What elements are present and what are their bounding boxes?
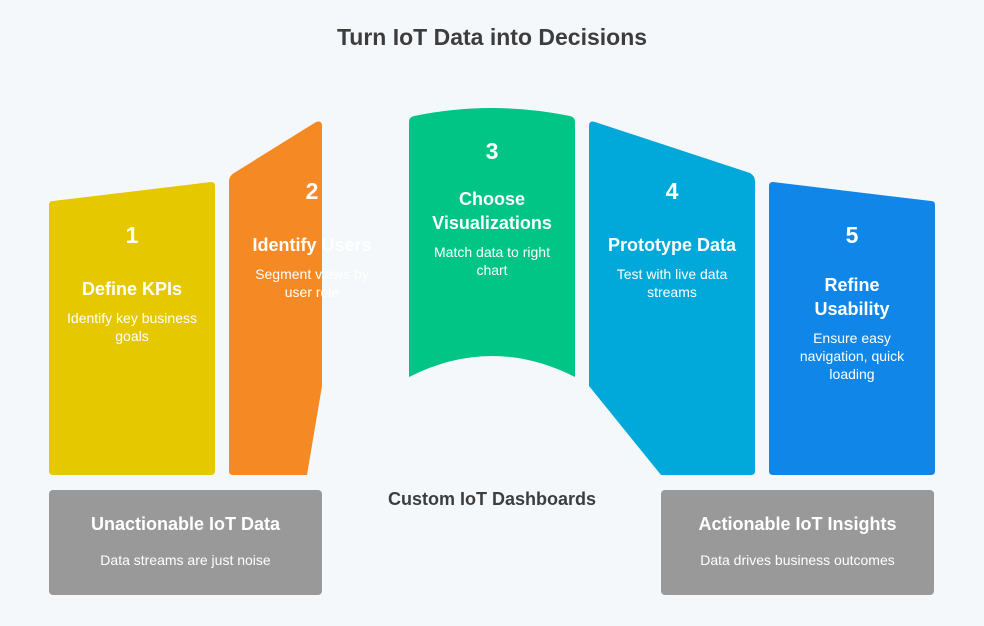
step-number: 3 — [485, 138, 499, 164]
start-state-title: Unactionable IoT Data — [90, 514, 281, 534]
step-title: Identify Users — [252, 235, 372, 255]
center-label: Custom IoT Dashboards — [387, 489, 597, 509]
step-description: Match data to right chart — [434, 244, 550, 278]
step-title: Prototype Data — [607, 235, 737, 255]
step-title: Choose Visualizations — [432, 189, 552, 233]
step-4: 4 Prototype Data Test with live data str… — [589, 178, 755, 301]
step-description: Identify key business goals — [67, 310, 197, 344]
end-state-box: Actionable IoT Insights Data drives busi… — [661, 490, 934, 595]
end-state-description: Data drives business outcomes — [700, 552, 895, 568]
step-2: 2 Identify Users Segment views by user r… — [229, 178, 395, 301]
start-state-description: Data streams are just noise — [100, 552, 271, 568]
step-3-shape — [409, 108, 575, 377]
step-4-shape — [589, 121, 755, 475]
end-state-title: Actionable IoT Insights — [698, 514, 897, 534]
step-description: Segment views by user role — [255, 266, 369, 300]
step-description: Ensure easy navigation, quick loading — [799, 330, 905, 382]
step-5-shape — [769, 182, 935, 475]
step-3: 3 Choose Visualizations Match data to ri… — [409, 138, 575, 279]
start-state-box: Unactionable IoT Data Data streams are j… — [49, 490, 322, 595]
step-number: 1 — [125, 222, 139, 248]
step-2-shape — [229, 121, 322, 475]
step-title: Refine Usability — [814, 275, 890, 319]
step-5: 5 Refine Usability Ensure easy navigatio… — [769, 222, 935, 383]
step-number: 5 — [845, 222, 859, 248]
step-title: Define KPIs — [81, 279, 183, 299]
step-description: Test with live data streams — [616, 266, 728, 300]
step-number: 4 — [665, 178, 679, 204]
diagram-title: Turn IoT Data into Decisions — [336, 24, 648, 50]
step-1-shape — [49, 182, 215, 475]
step-number: 2 — [305, 178, 319, 204]
step-1: 1 Define KPIs Identify key business goal… — [49, 222, 215, 345]
